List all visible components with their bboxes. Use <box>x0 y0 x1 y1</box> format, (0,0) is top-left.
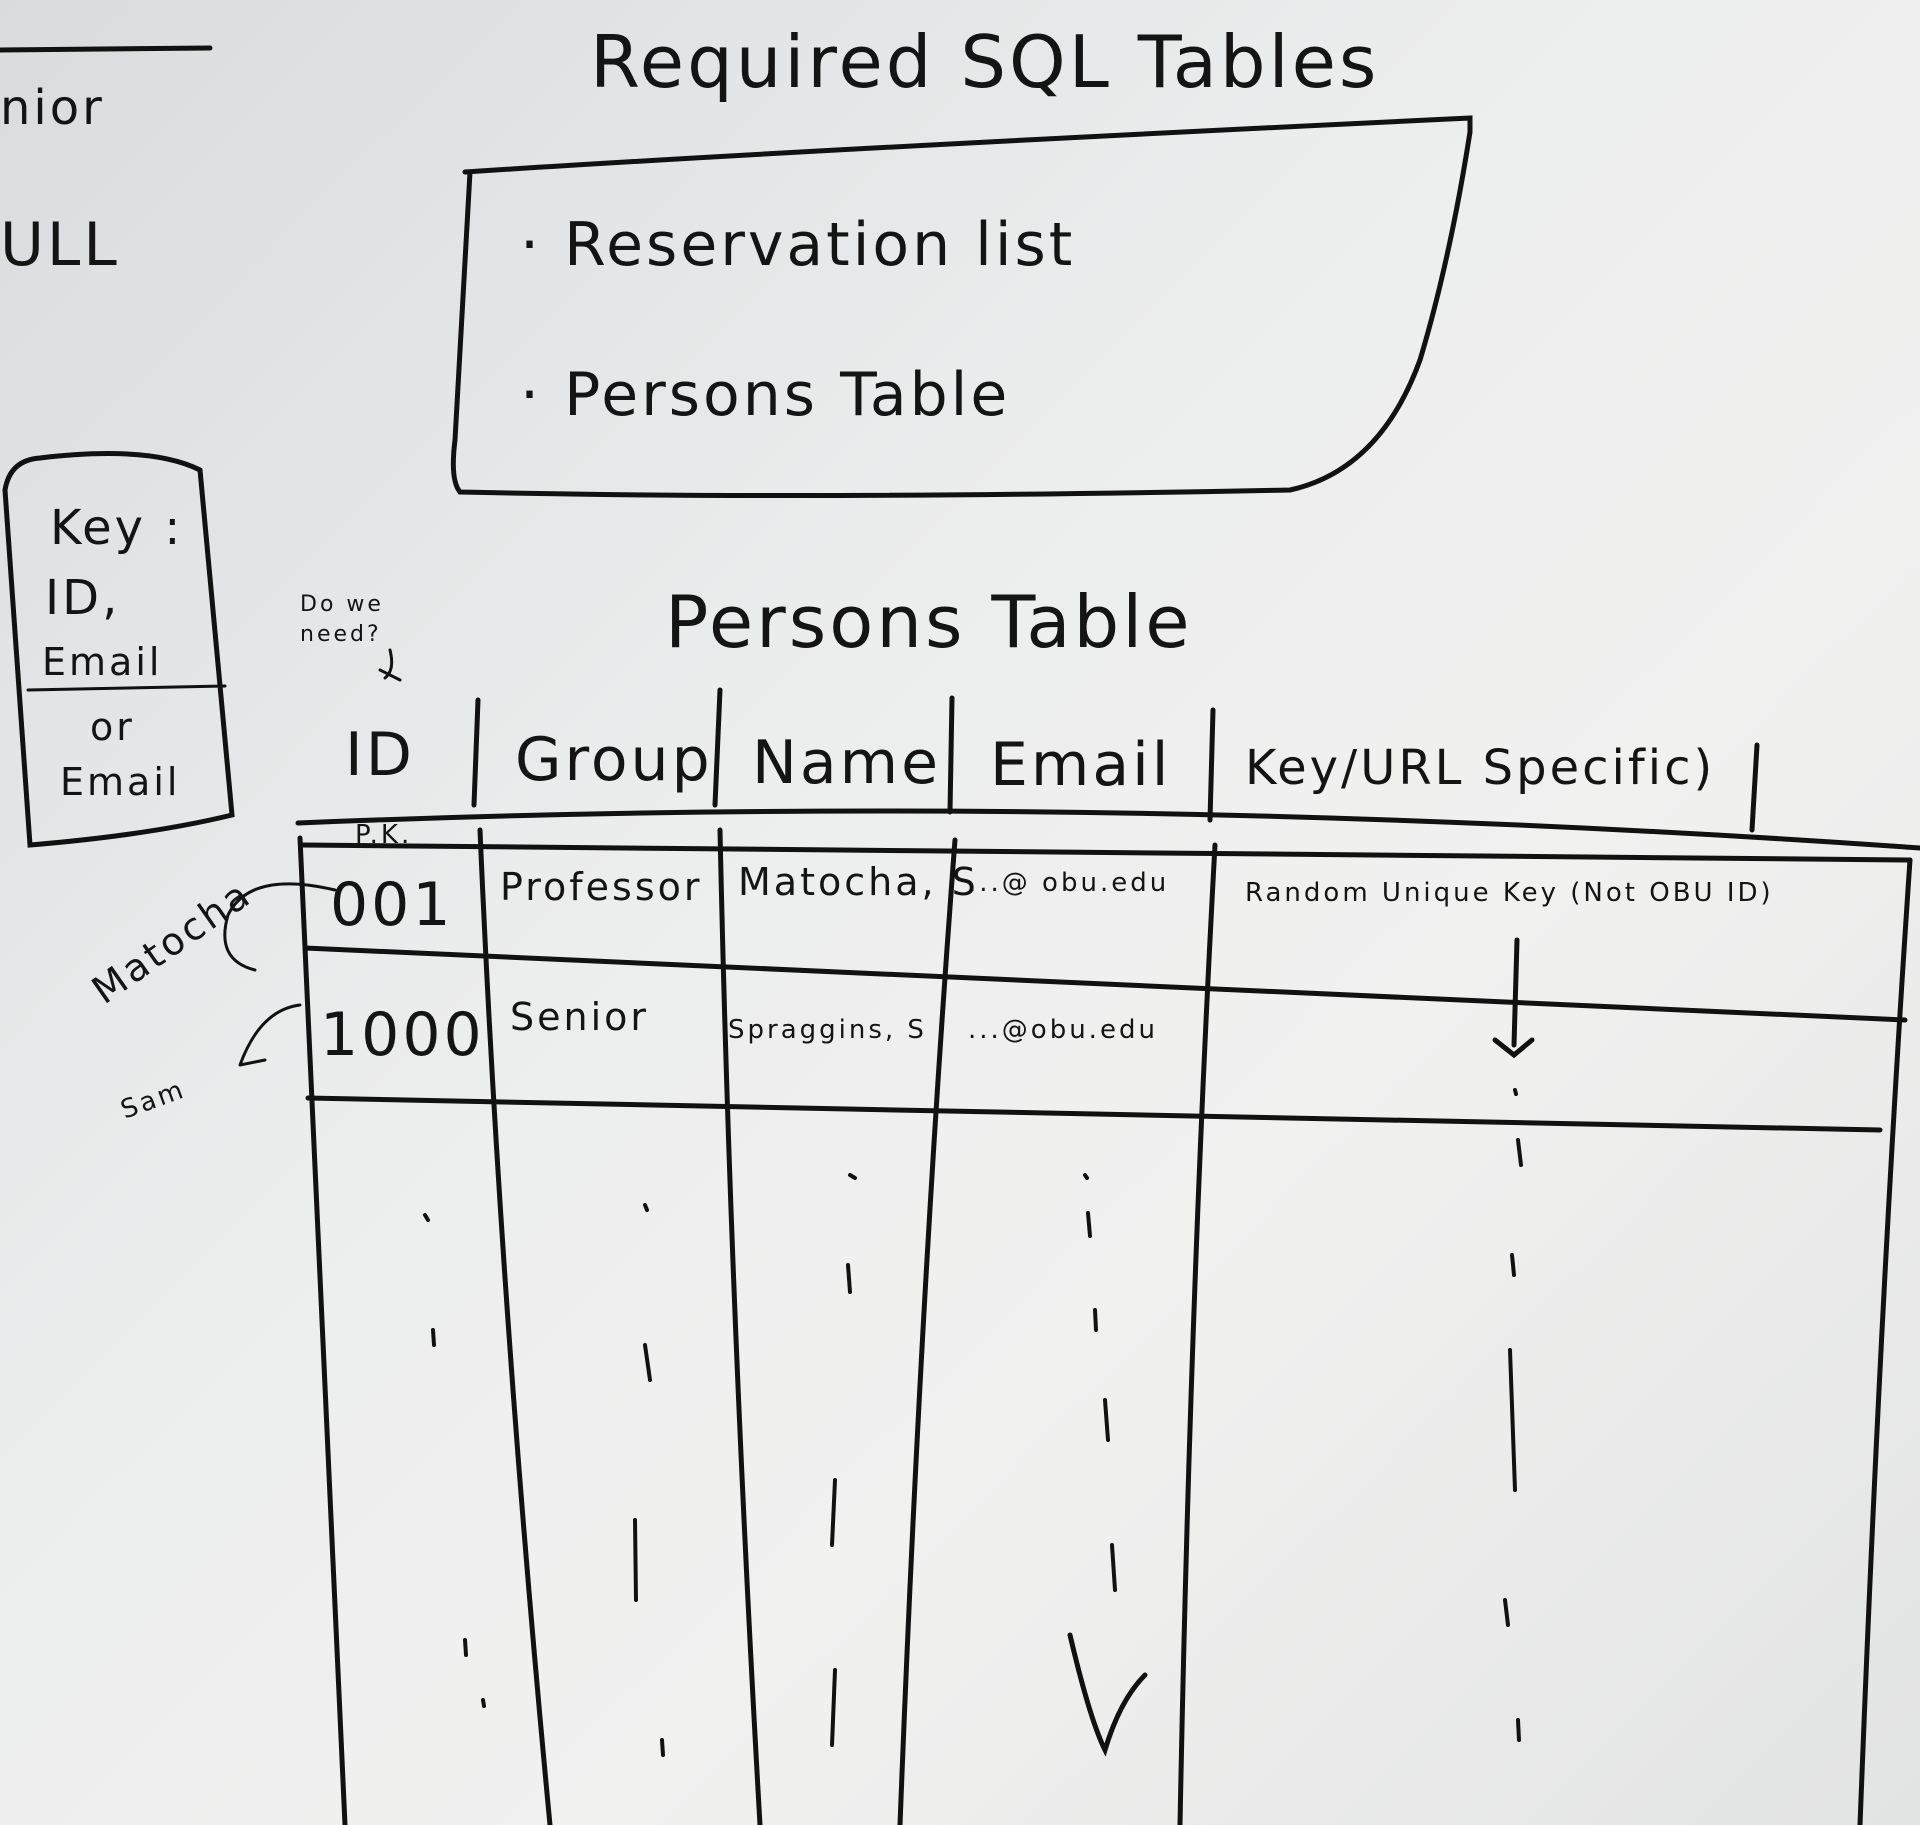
row1-key: Random Unique Key (Not OBU ID) <box>1245 878 1774 908</box>
col-header-key-url: Key/URL Specific) <box>1245 740 1716 796</box>
key-box <box>2 451 235 848</box>
do-we-need-note: Do we need? <box>300 592 384 647</box>
top-left-rule <box>0 45 213 53</box>
col-header-id: ID <box>345 720 415 790</box>
table-header-line <box>295 808 1920 851</box>
required-item-persons: · Persons Table <box>520 360 1011 430</box>
row2-name: Spraggins, S <box>728 1015 927 1045</box>
left-fragment-1: nior <box>0 80 105 136</box>
row1-group: Professor <box>500 865 703 909</box>
col-header-name: Name <box>752 728 942 798</box>
col-header-email: Email <box>990 730 1172 800</box>
required-item-reservation: · Reservation list <box>520 210 1076 280</box>
left-fragment-2: ULL <box>0 210 120 280</box>
col-header-group: Group <box>515 725 713 795</box>
row2-group: Senior <box>510 995 650 1039</box>
required-tables-title: Required SQL Tables <box>590 20 1380 104</box>
key-email-1: Email <box>42 640 163 684</box>
row1-name: Matocha, S <box>738 860 979 904</box>
sam-arrow <box>238 1003 302 1067</box>
persons-table-title: Persons Table <box>665 580 1193 664</box>
matocha-arrow <box>223 882 337 972</box>
key-label: Key : <box>50 500 184 556</box>
key-email-2: Email <box>60 760 181 804</box>
row1-id: 001 <box>330 870 454 940</box>
key-id: ID, <box>45 570 121 626</box>
pk-label: P.K. <box>355 820 413 850</box>
key-or: or <box>90 705 135 749</box>
key-box-divider <box>26 684 227 692</box>
row2-email: ...@obu.edu <box>968 1015 1158 1045</box>
row2-id: 1000 <box>320 1000 485 1070</box>
required-tables-box <box>450 115 1473 499</box>
row1-email: ...@ obu.edu <box>968 868 1170 898</box>
